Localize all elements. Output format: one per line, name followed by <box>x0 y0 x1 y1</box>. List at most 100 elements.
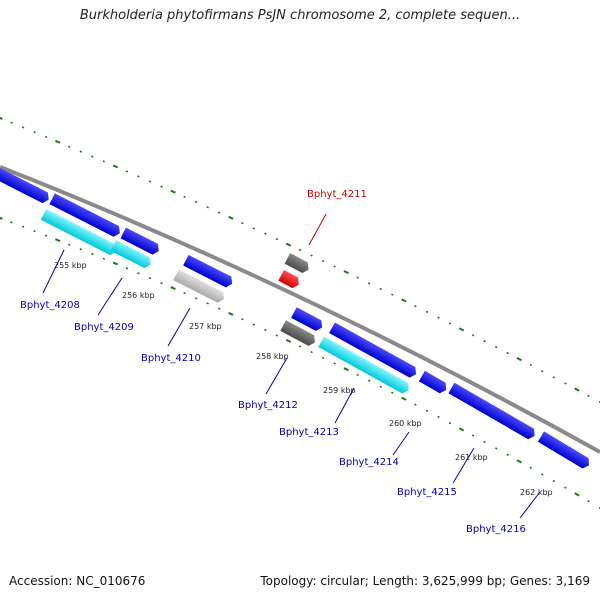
tick-mark <box>448 421 452 425</box>
tick-mark <box>471 434 475 437</box>
tick-mark <box>264 328 267 332</box>
tick-mark <box>391 293 394 296</box>
tick-mark <box>252 227 256 230</box>
chromosome-backbone <box>0 165 600 454</box>
tick-mark <box>137 272 140 275</box>
tick-mark <box>494 345 498 349</box>
gene-feature[interactable] <box>110 240 154 270</box>
tick-mark <box>148 276 152 280</box>
tick-mark <box>44 135 48 139</box>
tick-mark <box>33 229 36 233</box>
tick-mark <box>228 311 234 316</box>
tick-label: 255 kbp <box>54 261 87 270</box>
tick-mark <box>367 379 371 382</box>
tick-mark <box>275 237 279 241</box>
tick-mark <box>170 189 176 194</box>
gene-feature[interactable] <box>418 370 449 395</box>
tick-mark <box>506 453 509 456</box>
tick-mark <box>356 373 359 377</box>
gene-label-bphyt-4214[interactable]: Bphyt_4214 <box>339 457 399 468</box>
tick-mark <box>483 340 486 343</box>
tick-mark <box>33 131 36 134</box>
tick-mark <box>414 304 417 308</box>
tick-mark <box>529 466 533 469</box>
gene-feature[interactable] <box>280 320 317 347</box>
outer-tick-track <box>0 116 600 403</box>
gene-label-bphyt-4212[interactable]: Bphyt_4212 <box>238 400 298 411</box>
tick-mark <box>379 385 383 388</box>
tick-mark <box>343 367 349 372</box>
gene-label-leaders <box>42 213 541 519</box>
tick-mark <box>252 323 256 326</box>
gene-feature[interactable] <box>448 382 537 441</box>
gene-feature[interactable] <box>329 322 419 379</box>
gene-feature[interactable] <box>173 269 227 304</box>
tick-mark <box>379 287 383 291</box>
gene-label-bphyt-4213[interactable]: Bphyt_4213 <box>279 427 339 438</box>
map-title: Burkholderia phytofirmans PsJN chromosom… <box>79 8 521 23</box>
tick-mark <box>79 248 83 251</box>
tick-mark <box>471 334 475 337</box>
gene-feature[interactable] <box>291 307 325 333</box>
gene-feature[interactable] <box>537 431 592 470</box>
tick-mark <box>458 327 465 332</box>
gene-feature[interactable] <box>120 227 161 257</box>
tick-mark <box>112 164 119 169</box>
gene-label-bphyt-4216[interactable]: Bphyt_4216 <box>466 524 526 535</box>
gene-feature[interactable] <box>40 209 120 257</box>
tick-mark <box>160 185 163 188</box>
tick-label: 257 kbp <box>189 322 222 331</box>
gene-label-bphyt-4211[interactable]: Bphyt_4211 <box>307 189 367 200</box>
gene-feature[interactable] <box>278 270 301 290</box>
tick-label: 260 kbp <box>389 419 422 428</box>
tick-mark <box>170 286 176 291</box>
tick-mark <box>437 316 440 319</box>
tick-mark <box>425 310 429 314</box>
tick-label: 259 kbp <box>323 386 356 395</box>
gene-feature[interactable] <box>183 254 235 289</box>
tick-mark <box>55 139 61 144</box>
tick-mark <box>333 265 336 268</box>
tick-mark <box>552 376 556 379</box>
tick-mark <box>67 243 71 246</box>
gene-label-bphyt-4215[interactable]: Bphyt_4215 <box>397 487 457 498</box>
tick-labels: 255 kbp 256 kbp 257 kbp 258 kbp 259 kbp … <box>54 261 553 497</box>
tick-mark <box>483 440 486 444</box>
gene-feature[interactable] <box>318 336 411 396</box>
tick-mark <box>285 242 292 247</box>
tick-mark <box>587 394 590 397</box>
tick-mark <box>448 322 452 325</box>
tick-mark <box>137 175 140 178</box>
tick-mark <box>206 302 209 305</box>
tick-mark <box>285 338 292 343</box>
tick-mark <box>321 259 325 263</box>
gene-feature[interactable] <box>284 253 312 275</box>
tick-mark <box>458 427 465 432</box>
topology-summary: Topology: circular; Length: 3,625,999 bp… <box>260 574 590 588</box>
tick-mark <box>0 216 3 220</box>
tick-mark <box>541 473 544 476</box>
tick-mark <box>217 211 221 214</box>
tick-mark <box>564 486 567 489</box>
tick-mark <box>102 160 106 163</box>
tick-mark <box>0 116 3 120</box>
tick-mark <box>194 297 198 300</box>
tick-mark <box>529 363 533 367</box>
tick-mark <box>102 257 106 260</box>
tick-mark <box>160 281 163 285</box>
tick-mark <box>516 459 522 464</box>
tick-mark <box>241 221 244 225</box>
gene-label-bphyt-4210[interactable]: Bphyt_4210 <box>141 353 201 364</box>
gene-feature[interactable] <box>0 167 51 205</box>
tick-mark <box>112 261 119 266</box>
tick-mark <box>310 254 313 257</box>
tick-mark <box>55 238 61 242</box>
gene-feature[interactable] <box>49 193 122 238</box>
gene-label-bphyt-4209[interactable]: Bphyt_4209 <box>74 322 134 333</box>
tick-mark <box>79 150 83 153</box>
tick-mark <box>367 282 371 285</box>
tick-mark <box>194 200 198 204</box>
gene-label-bphyt-4208[interactable]: Bphyt_4208 <box>20 300 80 311</box>
tick-label: 261 kbp <box>455 453 488 462</box>
